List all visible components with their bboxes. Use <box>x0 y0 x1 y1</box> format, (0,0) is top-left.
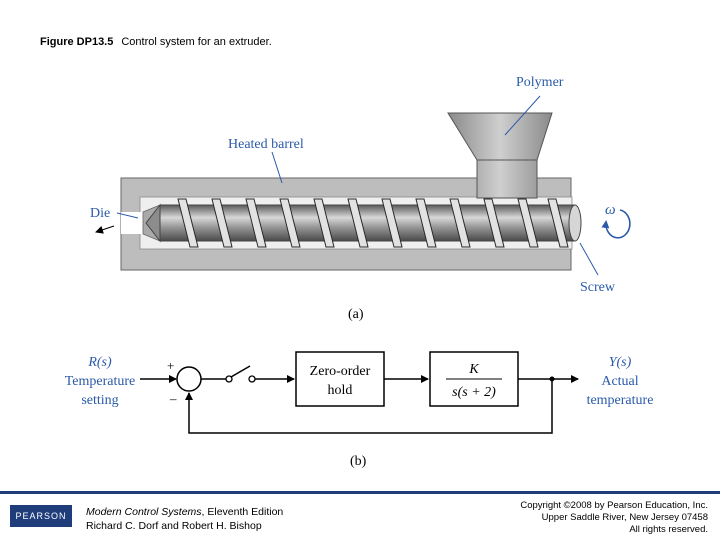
figure-caption: Control system for an extruder. <box>121 36 272 48</box>
input-label-line2: setting <box>81 393 118 408</box>
plus-sign: + <box>167 358 174 373</box>
extruder-illustration: Polymer Heated barrel Die ω Screw (a) <box>90 75 631 322</box>
part-b-label: (b) <box>350 454 367 469</box>
input-symbol: R(s) <box>87 355 112 370</box>
die-outlet-arrow <box>95 225 115 234</box>
figure-number: Figure DP13.5 <box>40 36 114 48</box>
omega-label: ω <box>605 202 616 218</box>
book-authors: Richard C. Dorf and Robert H. Bishop <box>86 520 262 532</box>
copyright-line2: Upper Saddle River, New Jersey 07458 <box>541 512 708 523</box>
diagram-canvas: Polymer Heated barrel Die ω Screw (a) R(… <box>65 75 654 469</box>
output-symbol: Y(s) <box>609 355 632 370</box>
output-label-line1: Actual <box>601 374 638 389</box>
polymer-label: Polymer <box>516 75 564 90</box>
die-label: Die <box>90 206 110 221</box>
heated-barrel-label: Heated barrel <box>228 137 304 152</box>
feedback-path <box>185 379 553 434</box>
rotation-arrow <box>601 209 631 239</box>
summing-junction <box>176 366 202 392</box>
figure-title: Figure DP13.5 Control system for an extru… <box>40 36 272 48</box>
sampler-switch <box>225 365 256 383</box>
footer-divider <box>0 491 720 494</box>
output-label-line2: temperature <box>587 393 654 408</box>
copyright-line3: All rights reserved. <box>629 524 708 535</box>
book-edition: , Eleventh Edition <box>201 506 284 518</box>
book-citation: Modern Control Systems, Eleventh Edition… <box>86 505 283 533</box>
zero-order-hold-block <box>295 351 385 407</box>
tf-denominator: s(s + 2) <box>452 385 496 400</box>
screw-label: Screw <box>580 280 616 295</box>
die-opening <box>121 212 143 234</box>
input-label-line1: Temperature <box>65 374 136 389</box>
screw-flights <box>177 198 569 248</box>
copyright-line1: Copyright ©2008 by Pearson Education, In… <box>520 500 708 511</box>
part-a-label: (a) <box>348 307 364 322</box>
book-title: Modern Control Systems <box>86 506 202 518</box>
pearson-logo: PEARSON <box>10 505 72 527</box>
zoh-label-line2: hold <box>328 383 353 398</box>
minus-sign: – <box>169 391 177 406</box>
copyright-notice: Copyright ©2008 by Pearson Education, In… <box>520 500 708 536</box>
block-diagram: R(s) Temperature setting + – Zero-order … <box>65 351 654 469</box>
zoh-label-line1: Zero-order <box>310 364 371 379</box>
tf-numerator: K <box>468 362 479 377</box>
